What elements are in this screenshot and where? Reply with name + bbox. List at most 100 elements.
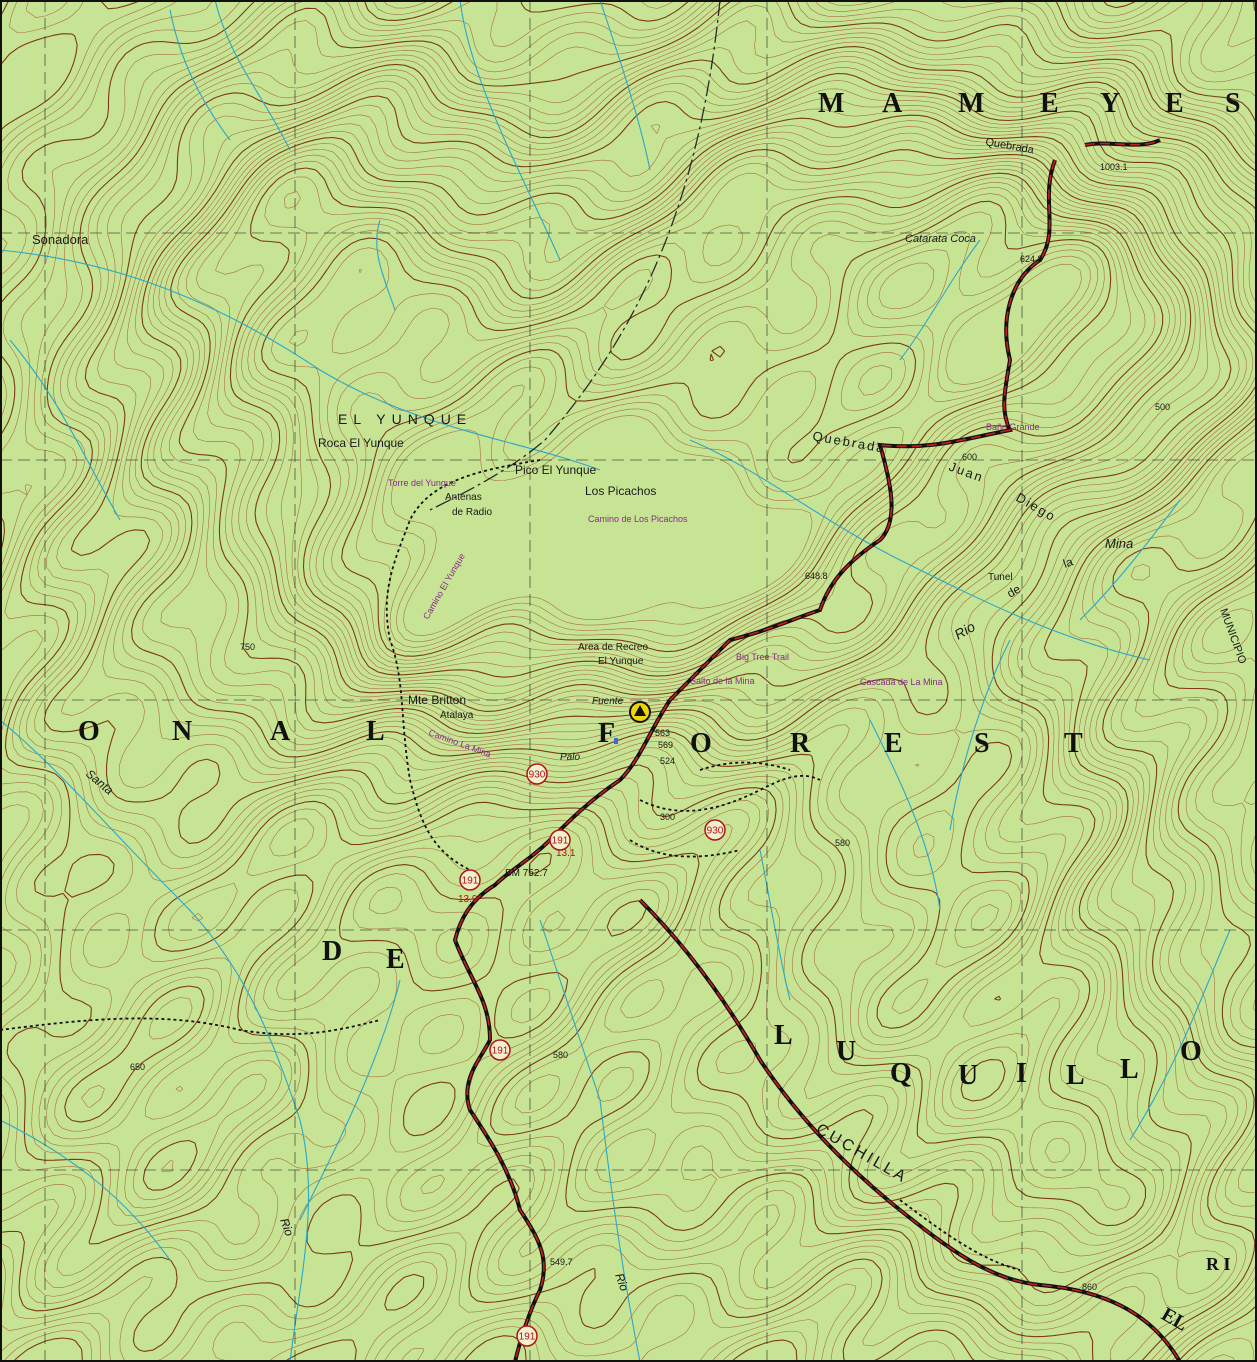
elevation-label: 500 xyxy=(1155,402,1170,412)
luquillo-letter: U xyxy=(836,1036,856,1067)
forest-letter: D xyxy=(322,936,342,967)
luquillo-letter: U xyxy=(958,1060,978,1091)
elevation-label: 624.8 xyxy=(1020,254,1043,264)
mameyes-letter: E xyxy=(1165,88,1184,119)
forest-letter: E xyxy=(386,944,405,975)
mameyes-letter: Y xyxy=(1100,88,1120,119)
luquillo-letter: L xyxy=(1066,1060,1085,1091)
elevation-label: 580 xyxy=(553,1050,568,1060)
stream-line xyxy=(759,849,791,1001)
elevation-label: 1003.1 xyxy=(1100,162,1128,172)
luquillo-letter: L xyxy=(1120,1054,1139,1085)
elevation-label: 300 xyxy=(660,812,675,822)
stream-line xyxy=(869,719,941,911)
stream-line xyxy=(599,0,651,171)
label-sonadora: Sonadora xyxy=(32,232,89,247)
route-shield: 930 xyxy=(526,763,548,785)
elevation-label: 860 xyxy=(1082,1282,1097,1292)
elevation-label: 750 xyxy=(240,642,255,652)
roads xyxy=(0,138,1182,1362)
water-source-icon xyxy=(614,738,618,744)
elevation-label: 580 xyxy=(835,838,850,848)
mameyes-letter: E xyxy=(1040,88,1059,119)
contour-line xyxy=(170,114,1232,1102)
contour-line xyxy=(261,172,1164,678)
forest-letter: A xyxy=(270,716,291,747)
trail-label: Torre del Yunque xyxy=(388,478,456,488)
luquillo-letter: L xyxy=(774,1020,793,1051)
contour-line xyxy=(371,230,1099,648)
contour-line xyxy=(122,67,1257,1236)
stream-line xyxy=(214,0,291,151)
stream-line xyxy=(949,639,1011,831)
forest-letter: R I xyxy=(1206,1254,1231,1274)
luquillo-letter: I xyxy=(1016,1058,1027,1089)
stream-line xyxy=(539,919,641,1362)
trail-label: Salto de la Mina xyxy=(690,676,755,686)
route-km-label: 13.1 xyxy=(556,848,576,859)
forest-letter: F xyxy=(598,718,615,749)
route-number: 191 xyxy=(492,1046,509,1057)
elevation-label: 648.8 xyxy=(805,571,828,581)
label-tunel: Tunel xyxy=(988,572,1013,583)
label-antenas: Antenas xyxy=(445,492,482,503)
road-line xyxy=(454,159,1056,1362)
contour-line xyxy=(164,108,1240,1112)
contour-line xyxy=(12,0,1257,1362)
label-fuente: Fuente xyxy=(592,696,624,707)
trail-line xyxy=(0,1017,381,1035)
contour-line xyxy=(158,98,1247,1163)
trail-line xyxy=(899,1199,1021,1271)
forest-letter: N xyxy=(172,716,192,747)
route-shield: 191 xyxy=(516,1325,538,1347)
contour-line xyxy=(186,126,1208,948)
label-pico: Pico El Yunque xyxy=(515,463,597,477)
road-line xyxy=(639,899,1181,1362)
label-rio-espiritu: Rio xyxy=(277,1216,296,1238)
contour-line xyxy=(152,88,1254,1179)
route-shield: 930 xyxy=(704,819,726,841)
luquillo-letter: O xyxy=(1180,1036,1202,1067)
label-bm: BM 752.7 xyxy=(505,868,548,879)
contour-line xyxy=(289,182,1146,669)
label-area-recreo: Area de Recreo xyxy=(578,642,648,653)
label-el-yunque: EL YUNQUE xyxy=(338,411,472,427)
label-mina: Mina xyxy=(1105,536,1133,551)
contour-line xyxy=(391,262,1082,636)
trail-label: Camino de Los Picachos xyxy=(588,514,688,524)
forest-letter: S xyxy=(974,728,990,759)
contour-line xyxy=(131,72,1257,1227)
contour-line xyxy=(43,46,1257,1294)
stream-line xyxy=(0,1119,171,1261)
contour-line xyxy=(229,148,1192,712)
trail-label: Big Tree Trail xyxy=(736,652,789,662)
forest-letter: E xyxy=(884,728,903,759)
contour-line xyxy=(196,132,1201,931)
route-number: 191 xyxy=(462,876,479,887)
mameyes-letter: M xyxy=(818,88,844,119)
trail-line xyxy=(385,459,541,871)
contour-line xyxy=(25,20,1257,1316)
elevation-label: 549.7 xyxy=(550,1257,573,1267)
stream-line xyxy=(1129,929,1231,1141)
contour-line xyxy=(247,165,1176,695)
forest-boundary-line xyxy=(429,0,721,511)
stream-line xyxy=(376,219,396,311)
label-de: de xyxy=(1005,582,1024,601)
points-of-interest xyxy=(614,701,651,744)
contour-line xyxy=(177,120,1221,1014)
label-palo: Palo xyxy=(560,752,580,763)
